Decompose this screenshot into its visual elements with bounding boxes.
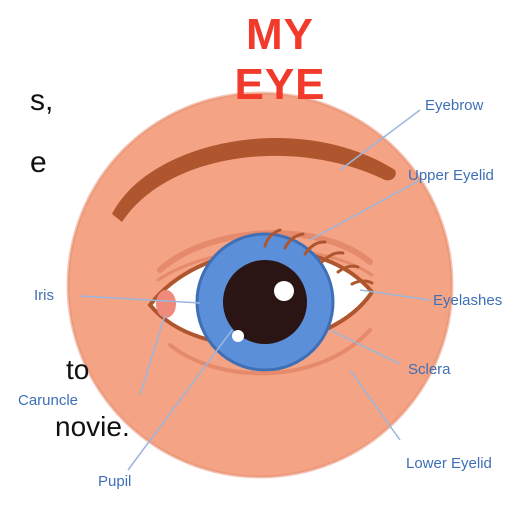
eye-highlight-large	[274, 281, 294, 301]
eye-highlight-small	[232, 330, 244, 342]
label-iris: Iris	[34, 288, 54, 303]
label-eyebrow: Eyebrow	[425, 98, 483, 113]
diagram-title: MY EYE	[195, 10, 365, 110]
label-upper-eyelid: Upper Eyelid	[408, 168, 494, 183]
background-text-line-3: to	[66, 356, 89, 384]
label-sclera: Sclera	[408, 362, 451, 377]
label-pupil: Pupil	[98, 474, 131, 489]
caruncle-shape	[156, 290, 176, 318]
background-text-line-4: novie.	[55, 413, 130, 441]
label-eyelashes: Eyelashes	[433, 293, 502, 308]
label-caruncle: Caruncle	[18, 393, 78, 408]
label-lower-eyelid: Lower Eyelid	[406, 456, 492, 471]
